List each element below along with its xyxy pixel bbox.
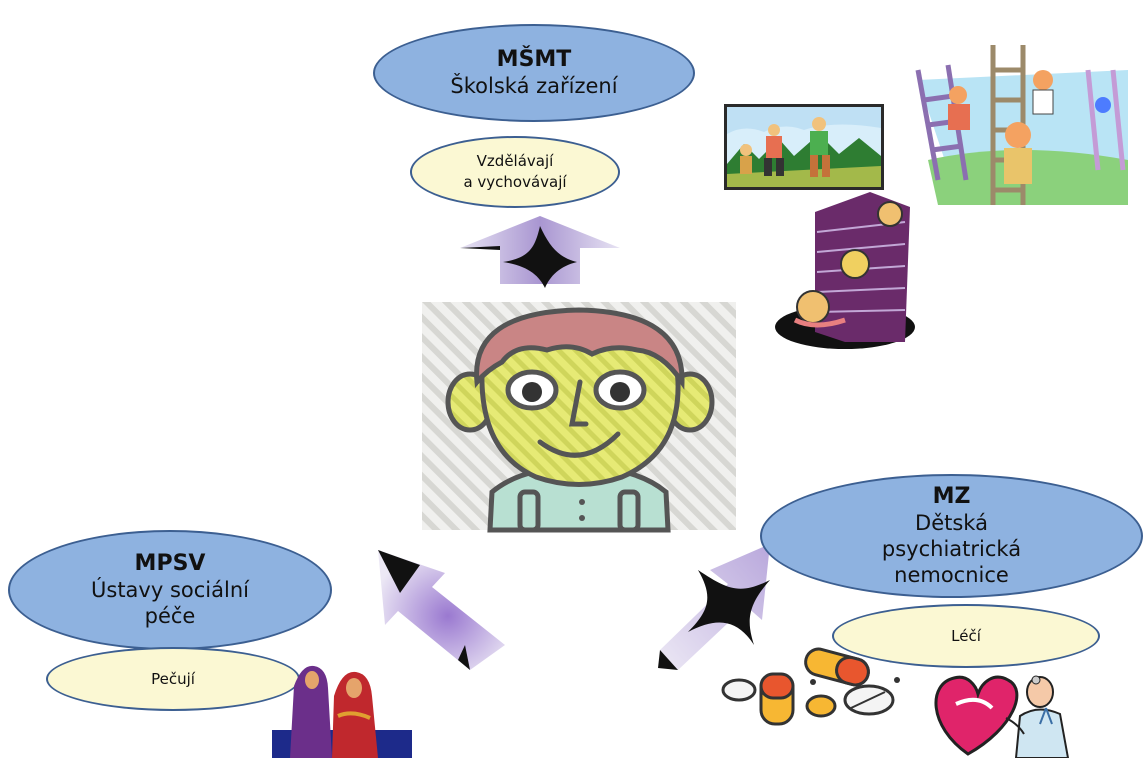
mz-title: MZ	[932, 484, 971, 509]
women-clipart	[272, 665, 412, 758]
msmt-action-line2: a vychovávají	[463, 173, 567, 191]
pills-clipart	[721, 647, 900, 726]
mz-action: Léčí	[951, 626, 981, 645]
mz-subtitle-line2: psychiatrická	[881, 537, 1022, 561]
msmt-action-oval: Vzdělávají a vychovávají	[410, 136, 620, 208]
mz-subtitle-line1: Dětská	[915, 511, 988, 535]
mz-subtitle-line3: nemocnice	[894, 563, 1009, 587]
msmt-title: MŠMT	[496, 47, 572, 72]
msmt-action-line1: Vzdělávají	[476, 152, 554, 170]
left-arrow	[378, 550, 505, 670]
doctor-heart-clipart	[934, 675, 1070, 758]
mz-action-oval: Léčí	[832, 604, 1100, 668]
mpsv-oval: MPSV Ústavy sociální péče	[8, 530, 332, 650]
up-arrow	[460, 216, 620, 288]
mpsv-action-oval: Pečují	[46, 647, 300, 711]
right-arrow	[658, 544, 770, 670]
mpsv-subtitle-line2: péče	[144, 604, 196, 628]
child-face-clipart	[422, 302, 736, 533]
msmt-oval: MŠMT Školská zařízení	[373, 24, 695, 122]
mpsv-subtitle-line1: Ústavy sociální	[91, 578, 249, 602]
ladders-clipart	[915, 45, 1128, 205]
snails-wall-clipart	[775, 192, 915, 349]
mpsv-action: Pečují	[151, 669, 195, 688]
mpsv-title: MPSV	[134, 551, 206, 576]
mz-oval: MZ Dětská psychiatrická nemocnice	[760, 474, 1143, 598]
hikers-clipart	[724, 104, 884, 190]
msmt-subtitle: Školská zařízení	[450, 74, 618, 98]
